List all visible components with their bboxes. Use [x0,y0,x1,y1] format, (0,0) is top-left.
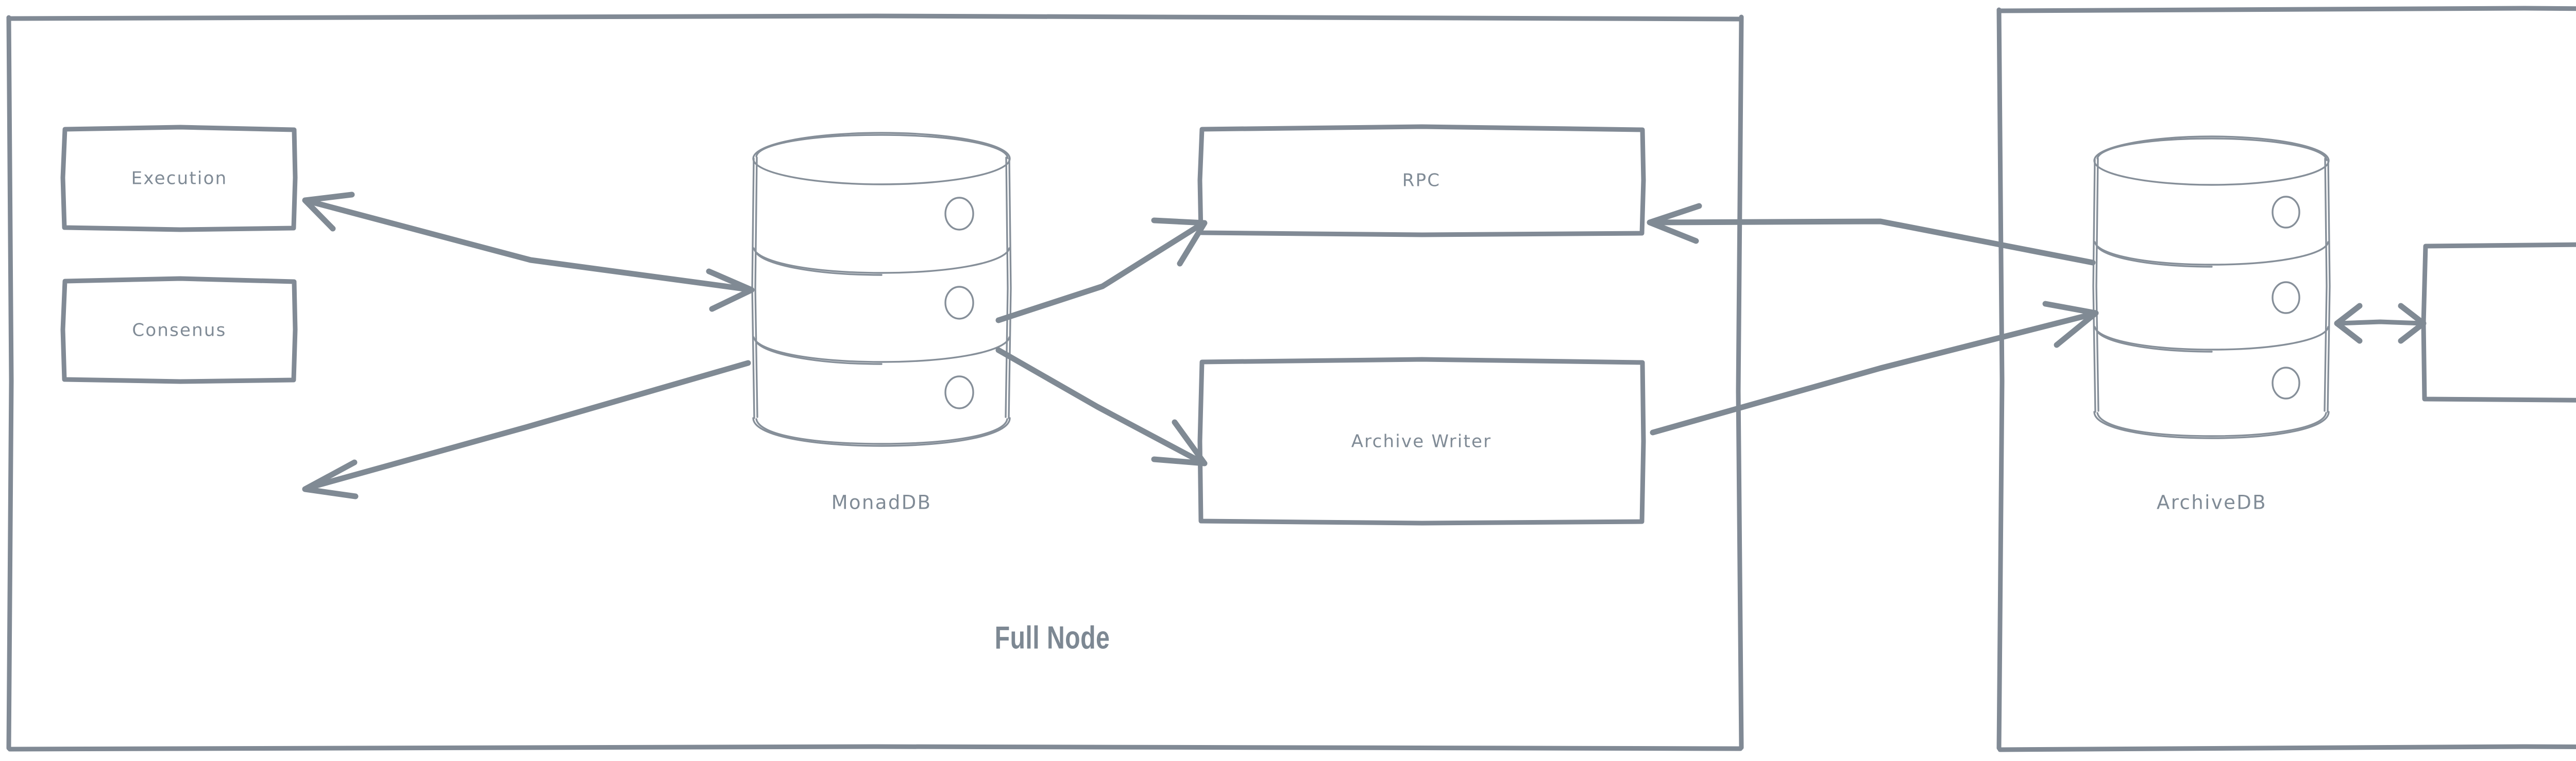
archive-server-frame [1996,6,2576,752]
indexer-box[interactable] [2421,242,2576,403]
edge-line [304,360,751,491]
archive-writer-label: Archive Writer [1351,431,1492,452]
archivedb-port-icon-1 [2272,196,2300,229]
archivedb-right-wall-2 [2324,158,2328,412]
monaddb-top-ellipse-2 [755,134,1009,159]
edge-line [1650,218,2096,266]
rpc-box[interactable] [1197,124,1646,237]
monaddb-body-fill [753,160,1010,446]
node-archivedb[interactable]: ArchiveDB [2092,135,2331,514]
arrowhead-to-rpc [1647,203,1702,244]
arrowhead-to-indexer [2398,303,2427,344]
node-consensus[interactable]: Consenus [60,276,298,384]
monaddb-bottom-arc-2 [755,418,1008,445]
consensus-label: Consenus [132,320,226,341]
monaddb-band-2 [753,336,1010,363]
archivedb-bottom-arc [2093,411,2330,439]
node-archive-writer[interactable]: Archive Writer [1197,357,1646,526]
archivedb-body-fill [2094,161,2329,438]
arrowhead-to-rpc [1151,217,1208,267]
archivedb-band-2 [2094,326,2329,351]
edge-monaddb-consensus [302,360,751,499]
archivedb-top-ellipse-2 [2096,137,2328,161]
node-indexer[interactable]: Indexer [2421,242,2576,403]
rpc-label: RPC [1402,170,1440,191]
edge-archivedb-rpc [1647,203,2096,266]
arrowhead-to-archive-writer [1151,419,1208,466]
node-monaddb[interactable]: MonadDB [751,132,1012,514]
arrowhead-to-execution [302,192,355,232]
edge-archive-writer-archivedb [1650,301,2099,436]
full-node-frame [6,13,1744,752]
archivedb-band-2b [2095,329,2213,353]
zone-full-node [6,13,1744,752]
archivedb-left-wall-2 [2095,158,2099,412]
archivedb-port-icon-3 [2272,367,2300,400]
archivedb-right-wall [2327,159,2331,413]
edge-monaddb-archive-writer [995,347,1208,466]
arrowhead-to-archivedb [2042,301,2099,348]
archive-writer-box[interactable] [1197,357,1646,526]
edge-line [995,221,1205,323]
arrowhead-to-monaddb [706,268,755,312]
edge-line [2336,319,2424,326]
arrowhead-to-archivedb [2334,303,2363,344]
archivedb-port-icon-2 [2272,281,2300,314]
monaddb-port-icon-1 [944,197,974,231]
edge-line [304,198,751,292]
archivedb-bottom-arc-2 [2096,412,2327,437]
archivedb-left-wall [2092,159,2096,413]
consensus-box[interactable] [60,276,298,384]
monaddb-port-icon-2 [944,286,974,320]
node-execution[interactable]: Execution [60,125,298,232]
monaddb-bottom-arc [752,417,1011,447]
archivedb-top-ellipse [2093,135,2330,186]
execution-box[interactable] [60,125,298,232]
edge-execution-monaddb [302,192,755,312]
monaddb-band-1b [754,250,883,276]
monaddb-right-wall [1008,158,1012,419]
arrowhead-to-consensus [302,459,359,499]
full-node-title: Full Node [995,620,1110,655]
monaddb-label: MonadDB [832,492,932,514]
edge-line [1650,311,2096,436]
monaddb-right-wall-2 [1005,157,1009,418]
edge-line [995,347,1205,465]
node-rpc[interactable]: RPC [1197,124,1646,237]
monaddb-port-icon-3 [944,375,974,409]
monaddb-left-wall-2 [754,157,758,418]
execution-label: Execution [131,168,228,189]
archivedb-label: ArchiveDB [2157,492,2267,514]
archivedb-band-1b [2095,244,2213,268]
monaddb-band-1 [753,247,1010,274]
archivedb-band-1 [2094,241,2329,266]
monaddb-band-2b [754,339,883,365]
monaddb-top-ellipse [752,132,1011,185]
edge-monaddb-rpc [995,217,1208,323]
edge-archivedb-indexer [2334,303,2427,344]
zone-archive-server [1996,6,2576,752]
